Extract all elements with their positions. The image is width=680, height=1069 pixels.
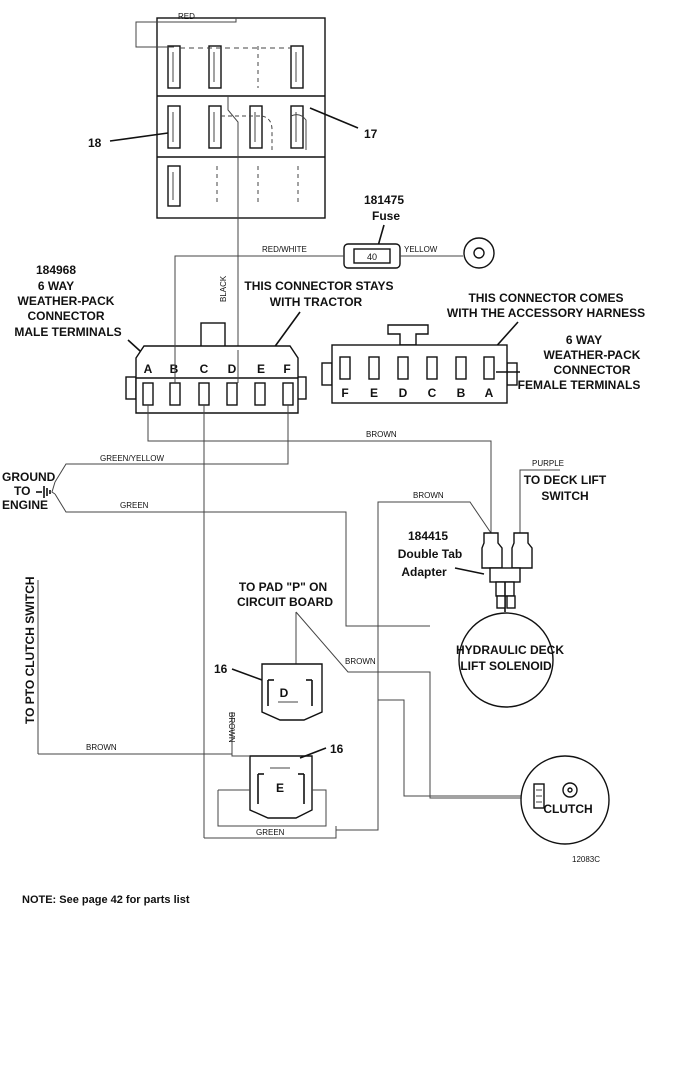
green-wire-label-1: GREEN [120, 501, 149, 510]
svg-text:WEATHER-PACK: WEATHER-PACK [18, 294, 115, 308]
hydraulic-solenoid: HYDRAULIC DECK LIFT SOLENOID [456, 612, 564, 708]
female-connector: F E D C B A [321, 324, 518, 404]
fuse-label: Fuse [372, 209, 400, 223]
svg-text:CONNECTOR: CONNECTOR [553, 363, 630, 377]
fuse-part-number: 181475 [364, 193, 404, 207]
svg-text:MALE TERMINALS: MALE TERMINALS [14, 325, 121, 339]
ground-label: GROUND TO ENGINE [2, 470, 56, 512]
male-pin-a: A [144, 362, 153, 376]
brown-wire-label-3: BROWN [345, 657, 376, 666]
svg-text:E: E [276, 781, 284, 795]
red-wire-label: RED [178, 12, 195, 21]
fuse: 181475 Fuse 40 [343, 193, 404, 269]
svg-text:ENGINE: ENGINE [2, 498, 48, 512]
svg-text:THIS CONNECTOR STAYS: THIS CONNECTOR STAYS [244, 279, 393, 293]
brown-wire-riser [231, 712, 250, 757]
svg-text:GROUND: GROUND [2, 470, 56, 484]
male-pin-d: D [228, 362, 237, 376]
green-wire-label-2: GREEN [256, 828, 285, 837]
circuit-board-label: TO PAD "P" ON CIRCUIT BOARD [237, 580, 333, 609]
clutch: CLUTCH [520, 755, 610, 845]
svg-text:CLUTCH: CLUTCH [543, 802, 592, 816]
male-pin-e: E [257, 362, 265, 376]
svg-text:LIFT SOLENOID: LIFT SOLENOID [460, 659, 552, 673]
svg-text:WEATHER-PACK: WEATHER-PACK [544, 348, 641, 362]
female-pin-b: B [457, 386, 466, 400]
parts-list-note: NOTE: See page 42 for parts list [22, 894, 190, 906]
green-wire-ground [54, 493, 430, 627]
male-pin-f: F [283, 362, 290, 376]
svg-text:6 WAY: 6 WAY [38, 279, 74, 293]
svg-text:TO: TO [14, 484, 30, 498]
callout-16a-leader [231, 668, 263, 681]
svg-text:D: D [280, 686, 289, 700]
svg-text:Adapter: Adapter [401, 565, 447, 579]
yellow-wire-label: YELLOW [404, 245, 438, 254]
svg-text:CONNECTOR: CONNECTOR [27, 309, 104, 323]
diode-d: D [261, 663, 323, 721]
female-pin-f: F [341, 386, 348, 400]
callout-16b-leader [299, 747, 327, 759]
svg-text:TO PAD "P" ON: TO PAD "P" ON [239, 580, 327, 594]
callout-17-leader [309, 107, 359, 129]
ground-icon [36, 481, 56, 498]
stays-with-tractor-label: THIS CONNECTOR STAYS WITH TRACTOR [244, 279, 393, 309]
purple-wire [519, 469, 560, 533]
deck-lift-label: TO DECK LIFT SWITCH [524, 473, 607, 503]
brown-wire-label-2: BROWN [413, 491, 444, 500]
callout-16a: 16 [214, 662, 228, 676]
callout-17: 17 [364, 127, 378, 141]
brown-wire-label-5: BROWN [86, 743, 117, 752]
female-pin-e: E [370, 386, 378, 400]
adapter-leader [454, 567, 485, 575]
red-white-wire-label: RED/WHITE [262, 245, 307, 254]
relay-module-block [156, 17, 326, 219]
male-pin-c: C [200, 362, 209, 376]
adapter-label: 184415 Double Tab Adapter [398, 529, 462, 579]
svg-text:WITH TRACTOR: WITH TRACTOR [270, 295, 363, 309]
male-connector: A B C D E F [125, 322, 307, 414]
svg-text:Double Tab: Double Tab [398, 547, 462, 561]
brown-wire-label-4: BROWN [227, 712, 236, 743]
svg-text:CIRCUIT BOARD: CIRCUIT BOARD [237, 595, 333, 609]
green-yellow-wire-label: GREEN/YELLOW [100, 454, 164, 463]
brown-wire-label-1: BROWN [366, 430, 397, 439]
female-pin-c: C [428, 386, 437, 400]
svg-text:6 WAY: 6 WAY [566, 333, 602, 347]
red-wire [135, 18, 237, 48]
svg-text:WITH THE ACCESSORY HARNESS: WITH THE ACCESSORY HARNESS [447, 306, 645, 320]
green-yellow-wire [54, 405, 289, 483]
fuse-rating: 40 [367, 252, 377, 262]
purple-wire-label: PURPLE [532, 459, 564, 468]
svg-text:SWITCH: SWITCH [541, 489, 588, 503]
red-white-wire [174, 255, 344, 345]
callout-18: 18 [88, 136, 102, 150]
green-wire-bottom [204, 826, 337, 839]
accessory-harness-label: THIS CONNECTOR COMES WITH THE ACCESSORY … [447, 291, 645, 320]
callout-18-leader [109, 132, 169, 142]
brown-wire-connector [147, 405, 492, 533]
double-tab-adapter [481, 532, 533, 612]
svg-text:184415: 184415 [408, 529, 448, 543]
black-wire-label: BLACK [219, 275, 228, 302]
svg-text:FEMALE TERMINALS: FEMALE TERMINALS [518, 378, 641, 392]
figure-code: 12083C [572, 855, 600, 864]
svg-text:THIS CONNECTOR COMES: THIS CONNECTOR COMES [468, 291, 623, 305]
female-connector-label: 6 WAY WEATHER-PACK CONNECTOR FEMALE TERM… [518, 333, 641, 392]
clutch-wire [378, 699, 534, 797]
pto-label: TO PTO CLUTCH SWITCH [23, 576, 37, 724]
brown-wire-adapter [336, 501, 492, 831]
callout-16b: 16 [330, 742, 344, 756]
female-pin-d: D [399, 386, 408, 400]
svg-text:184968: 184968 [36, 263, 76, 277]
male-pin-b: B [170, 362, 179, 376]
male-connector-label: 184968 6 WAY WEATHER-PACK CONNECTOR MALE… [14, 263, 121, 339]
svg-text:TO DECK LIFT: TO DECK LIFT [524, 473, 607, 487]
svg-text:HYDRAULIC DECK: HYDRAULIC DECK [456, 643, 564, 657]
female-pin-a: A [485, 386, 494, 400]
brown-wire-diode [295, 611, 534, 799]
diode-e: E [249, 755, 313, 819]
